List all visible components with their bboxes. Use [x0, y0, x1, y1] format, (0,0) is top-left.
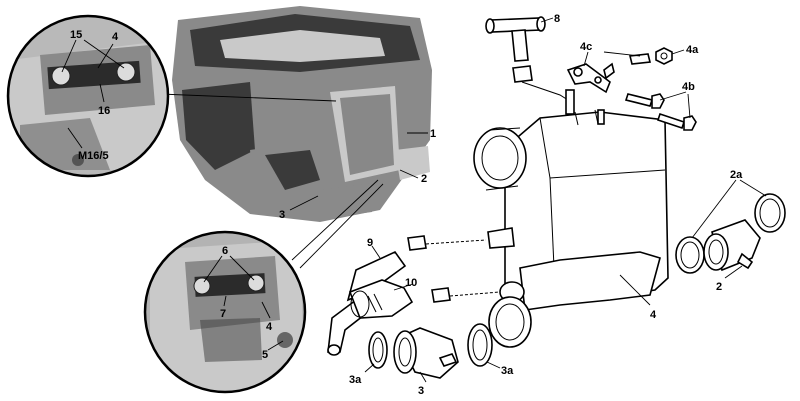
- bolts-4b: [624, 93, 697, 131]
- leader-6b: [229, 255, 255, 281]
- callout-16: 16: [98, 105, 110, 117]
- leader-2-engine: [399, 169, 419, 179]
- leader-5: [267, 340, 284, 351]
- inset-detail-top: [6, 14, 170, 178]
- leader-15b: [83, 39, 125, 69]
- leader-3: [419, 371, 427, 383]
- leader-4c-b: [603, 51, 641, 57]
- leader-9: [371, 245, 381, 259]
- intercooler: [473, 109, 669, 348]
- callout-4-inset: 4: [112, 31, 119, 43]
- leader-2a-b: [739, 179, 767, 197]
- leader-3a-right: [486, 361, 501, 369]
- callout-3a-right: 3a: [501, 365, 514, 377]
- leader-6a: [203, 255, 223, 283]
- leader-3a-left: [364, 363, 375, 373]
- leader-4: [619, 274, 651, 306]
- callout-2-engine: 2: [421, 173, 427, 185]
- part-8-tee-fitting: [485, 16, 546, 62]
- hose-2: [703, 219, 761, 272]
- leader-4b-b: [687, 93, 691, 119]
- callout-15: 15: [70, 29, 82, 41]
- leader-4-inset2: [261, 301, 271, 319]
- leader-4-inset: [97, 43, 114, 69]
- sensor-mid-upper: [407, 235, 487, 251]
- callout-2a: 2a: [730, 169, 743, 181]
- callout-4b: 4b: [682, 81, 695, 93]
- leader-4c: [583, 51, 589, 67]
- leader-4a: [671, 49, 685, 55]
- ring-2a-small: [675, 236, 705, 274]
- leader-16: [99, 83, 105, 103]
- nut-4a: [655, 47, 673, 65]
- callout-10: 10: [405, 277, 417, 289]
- ring-3a-left: [368, 331, 388, 369]
- callout-m16-5: M16/5: [78, 150, 109, 162]
- leader-10: [393, 283, 414, 291]
- callout-5: 5: [262, 349, 268, 361]
- callout-4c: 4c: [580, 41, 592, 53]
- callout-3-engine: 3: [279, 209, 285, 221]
- leader-15a: [61, 39, 77, 73]
- inset-detail-bottom: [143, 230, 307, 394]
- callout-1: 1: [430, 128, 436, 140]
- callout-6: 6: [222, 245, 228, 257]
- inset-bottom-pointer-a: [291, 179, 379, 261]
- ring-3a-right: [467, 323, 493, 367]
- leader-7: [223, 295, 227, 307]
- ring-2a-large: [754, 193, 786, 233]
- leader-8: [540, 17, 554, 23]
- engine-photo: [172, 6, 432, 222]
- callout-3: 3: [418, 385, 424, 397]
- callout-3a-left: 3a: [349, 374, 362, 386]
- callout-8: 8: [554, 13, 560, 25]
- bracket-4c: [566, 53, 651, 94]
- callout-9: 9: [367, 237, 373, 249]
- leader-3-engine: [289, 195, 319, 211]
- inset-bottom-pointer-b: [299, 183, 384, 269]
- sensor-mid-lower: [431, 287, 501, 303]
- hose-3: [393, 327, 459, 379]
- callout-4: 4: [650, 309, 657, 321]
- callout-4a: 4a: [686, 44, 699, 56]
- callout-7: 7: [220, 308, 226, 320]
- leader-m16: [67, 127, 83, 149]
- leader-2a-a: [691, 179, 737, 239]
- callout-4-inset2: 4: [266, 321, 273, 333]
- sensor-top: [512, 65, 605, 125]
- inset-top-pointer: [159, 93, 337, 102]
- leader-4b-a: [659, 91, 687, 101]
- leader-2: [724, 265, 743, 279]
- callout-2: 2: [716, 281, 722, 293]
